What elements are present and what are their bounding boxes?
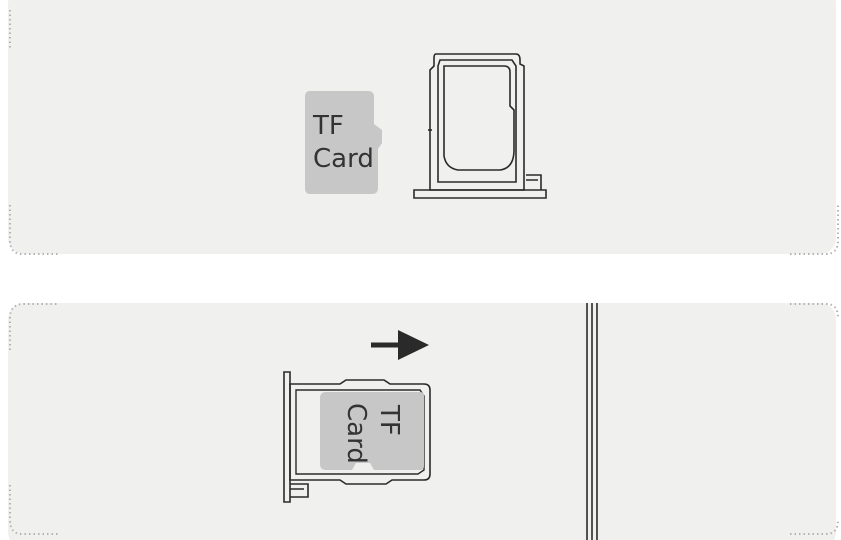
tf-card-in-tray (320, 392, 424, 470)
panel-top: TF Card (8, 0, 839, 255)
panel-top-corner-dots (9, 10, 839, 255)
tray-card-slot (443, 65, 515, 171)
empty-card-tray (413, 53, 547, 199)
tray-pin-tab (526, 174, 542, 190)
panel-top-background (8, 0, 836, 254)
tray-card-label-line1: TF (374, 404, 404, 436)
tf-card-shape (305, 91, 382, 194)
tf-card-label-line1: TF (312, 111, 344, 141)
tray-base-plate (413, 189, 547, 199)
panel-bottom: TF Card (8, 303, 839, 540)
insert-direction-arrow (371, 330, 429, 360)
device-slot-edge (586, 303, 598, 540)
loaded-tray-pin-tab (290, 483, 309, 498)
tray-inner-frame (437, 59, 517, 183)
loaded-tray-inner-frame (295, 389, 425, 475)
tf-card-label-line2: Card (313, 144, 374, 174)
loaded-tray-end-cap (283, 371, 291, 503)
tf-card: TF Card (305, 91, 382, 194)
tray-card-label-line2: Card (341, 403, 371, 464)
loaded-tray-outer-frame (289, 379, 431, 485)
loaded-card-tray: TF Card (283, 371, 431, 503)
